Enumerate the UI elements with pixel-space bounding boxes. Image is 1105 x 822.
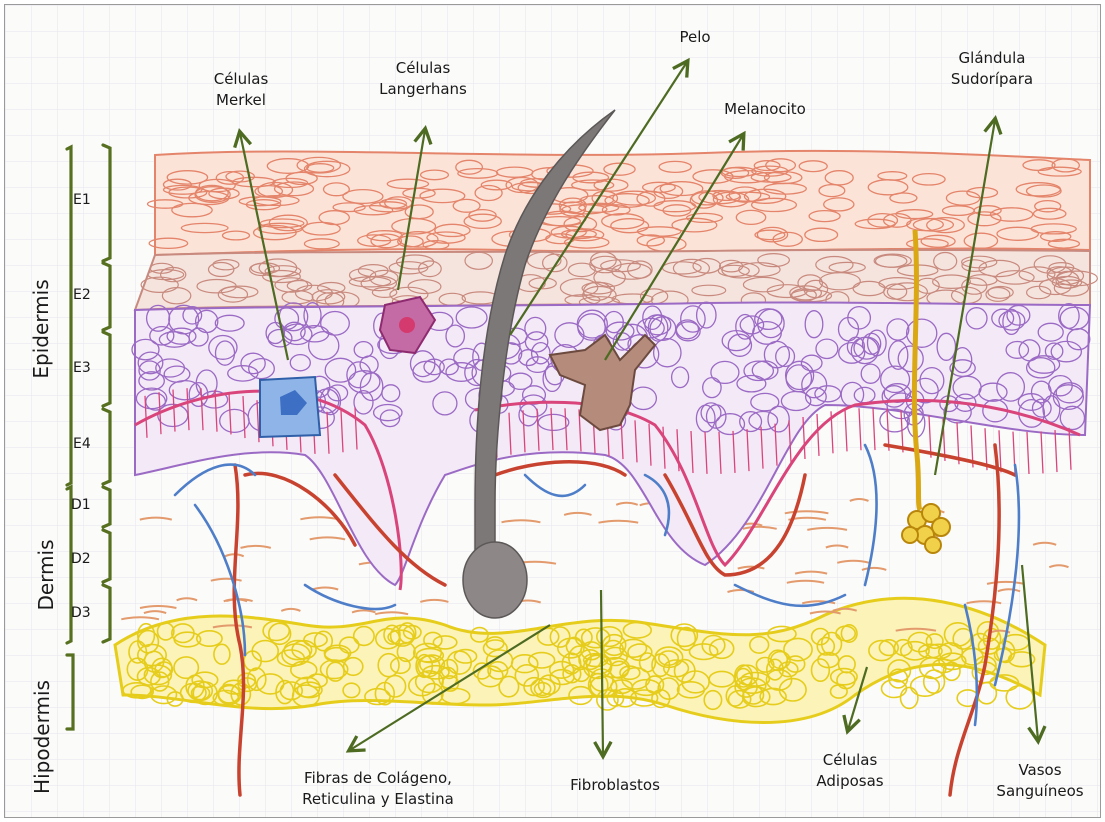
group-label-hypodermis: Hipodermis <box>30 667 54 807</box>
layer-code-d2: D2 <box>71 551 91 567</box>
group-label-dermis: Dermis <box>34 535 58 615</box>
group-label-epidermis: Epidermis <box>29 269 53 389</box>
label-pelo: Pelo <box>665 27 725 48</box>
layer-code-e3: E3 <box>73 360 91 376</box>
label-fibras: Fibras de Colágeno,Reticulina y Elastina <box>273 768 483 810</box>
label-fibroblastos: Fibroblastos <box>550 775 680 796</box>
hair-bulb <box>463 542 527 618</box>
layer-code-e4: E4 <box>73 436 91 452</box>
layer-code-d3: D3 <box>71 605 91 621</box>
label-melanocito: Melanocito <box>705 99 825 120</box>
diagram-frame: Epidermis Dermis Hipodermis E1 E2 E3 E4 … <box>4 4 1101 818</box>
layer-code-e1: E1 <box>73 192 91 208</box>
skin-diagram <box>5 5 1100 817</box>
layer-code-e2: E2 <box>73 287 91 303</box>
layer-code-d1: D1 <box>71 497 91 513</box>
